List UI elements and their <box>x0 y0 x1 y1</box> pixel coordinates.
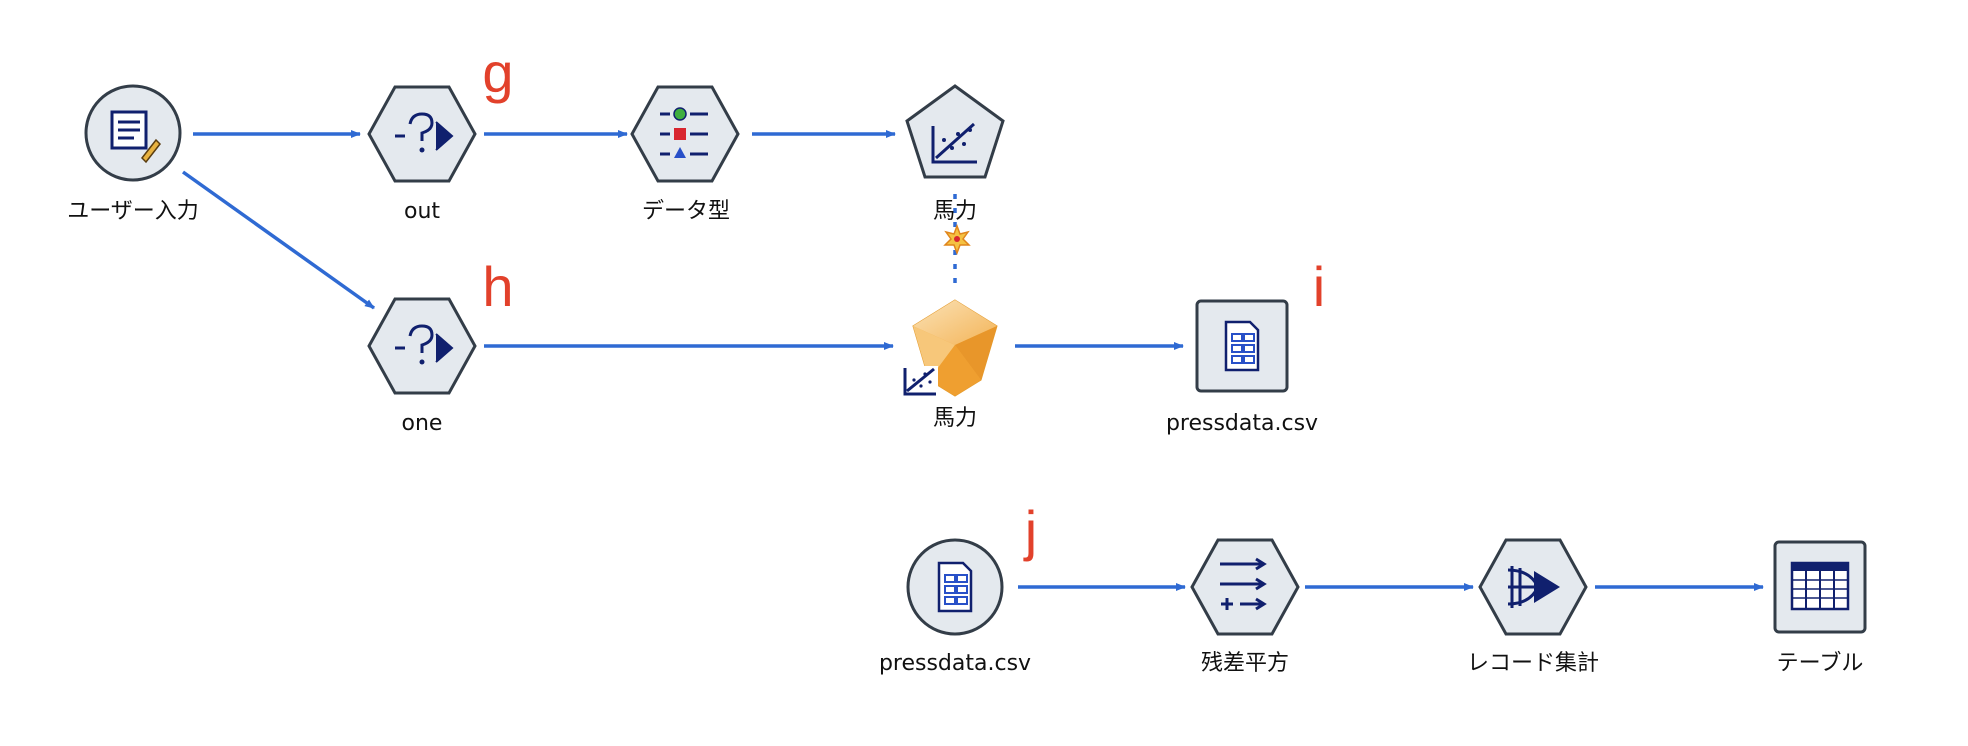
node-label-residual-squared: 残差平方 <box>1201 651 1289 676</box>
file-source-icon <box>937 561 973 613</box>
model-link-spark-icon <box>943 223 971 256</box>
edge-userinput-one[interactable] <box>181 170 376 310</box>
node-label-aggregate: レコード集計 <box>1467 651 1599 676</box>
node-export-csv[interactable]: pressdata.csv <box>1166 299 1318 436</box>
user-input-icon <box>110 110 161 164</box>
node-user-input[interactable]: ユーザー入力 <box>67 84 199 224</box>
aggregate-icon <box>1507 566 1560 608</box>
regression-model-icon <box>931 122 977 164</box>
node-label-model-horsepower: 馬力 <box>933 199 977 224</box>
file-export-icon <box>1224 320 1260 372</box>
node-label-data-type: データ型 <box>642 199 730 224</box>
node-residual-squared[interactable]: 残差平方 <box>1190 538 1300 676</box>
node-source-csv[interactable]: pressdata.csv <box>879 538 1031 676</box>
regression-badge-icon <box>902 366 938 396</box>
annotation-i: i <box>1313 255 1325 318</box>
type-icon <box>660 107 708 158</box>
node-data-type[interactable]: データ型 <box>630 85 740 224</box>
select-icon <box>395 112 454 153</box>
node-label-out: out <box>404 199 440 224</box>
node-aggregate[interactable]: レコード集計 <box>1467 538 1599 676</box>
annotation-h: h <box>482 255 513 318</box>
node-table[interactable]: テーブル <box>1773 540 1867 676</box>
annotation-g: g <box>482 41 513 104</box>
node-label-source-csv: pressdata.csv <box>879 651 1031 676</box>
table-icon <box>1790 561 1850 611</box>
select-icon <box>395 324 454 365</box>
node-model-horsepower[interactable]: 馬力 <box>905 84 1005 224</box>
stream-connections <box>181 130 1764 591</box>
node-label-user-input: ユーザー入力 <box>67 199 199 224</box>
node-label-one: one <box>402 411 443 436</box>
node-label-nugget-horsepower: 馬力 <box>933 406 977 431</box>
node-select-one[interactable]: one <box>367 297 477 436</box>
node-nugget-horsepower[interactable]: 馬力 <box>902 299 998 431</box>
derive-icon <box>1220 557 1267 611</box>
node-label-export-csv: pressdata.csv <box>1166 411 1318 436</box>
node-select-out[interactable]: out <box>367 85 477 224</box>
annotation-j: j <box>1023 499 1037 562</box>
node-label-table: テーブル <box>1777 651 1864 676</box>
